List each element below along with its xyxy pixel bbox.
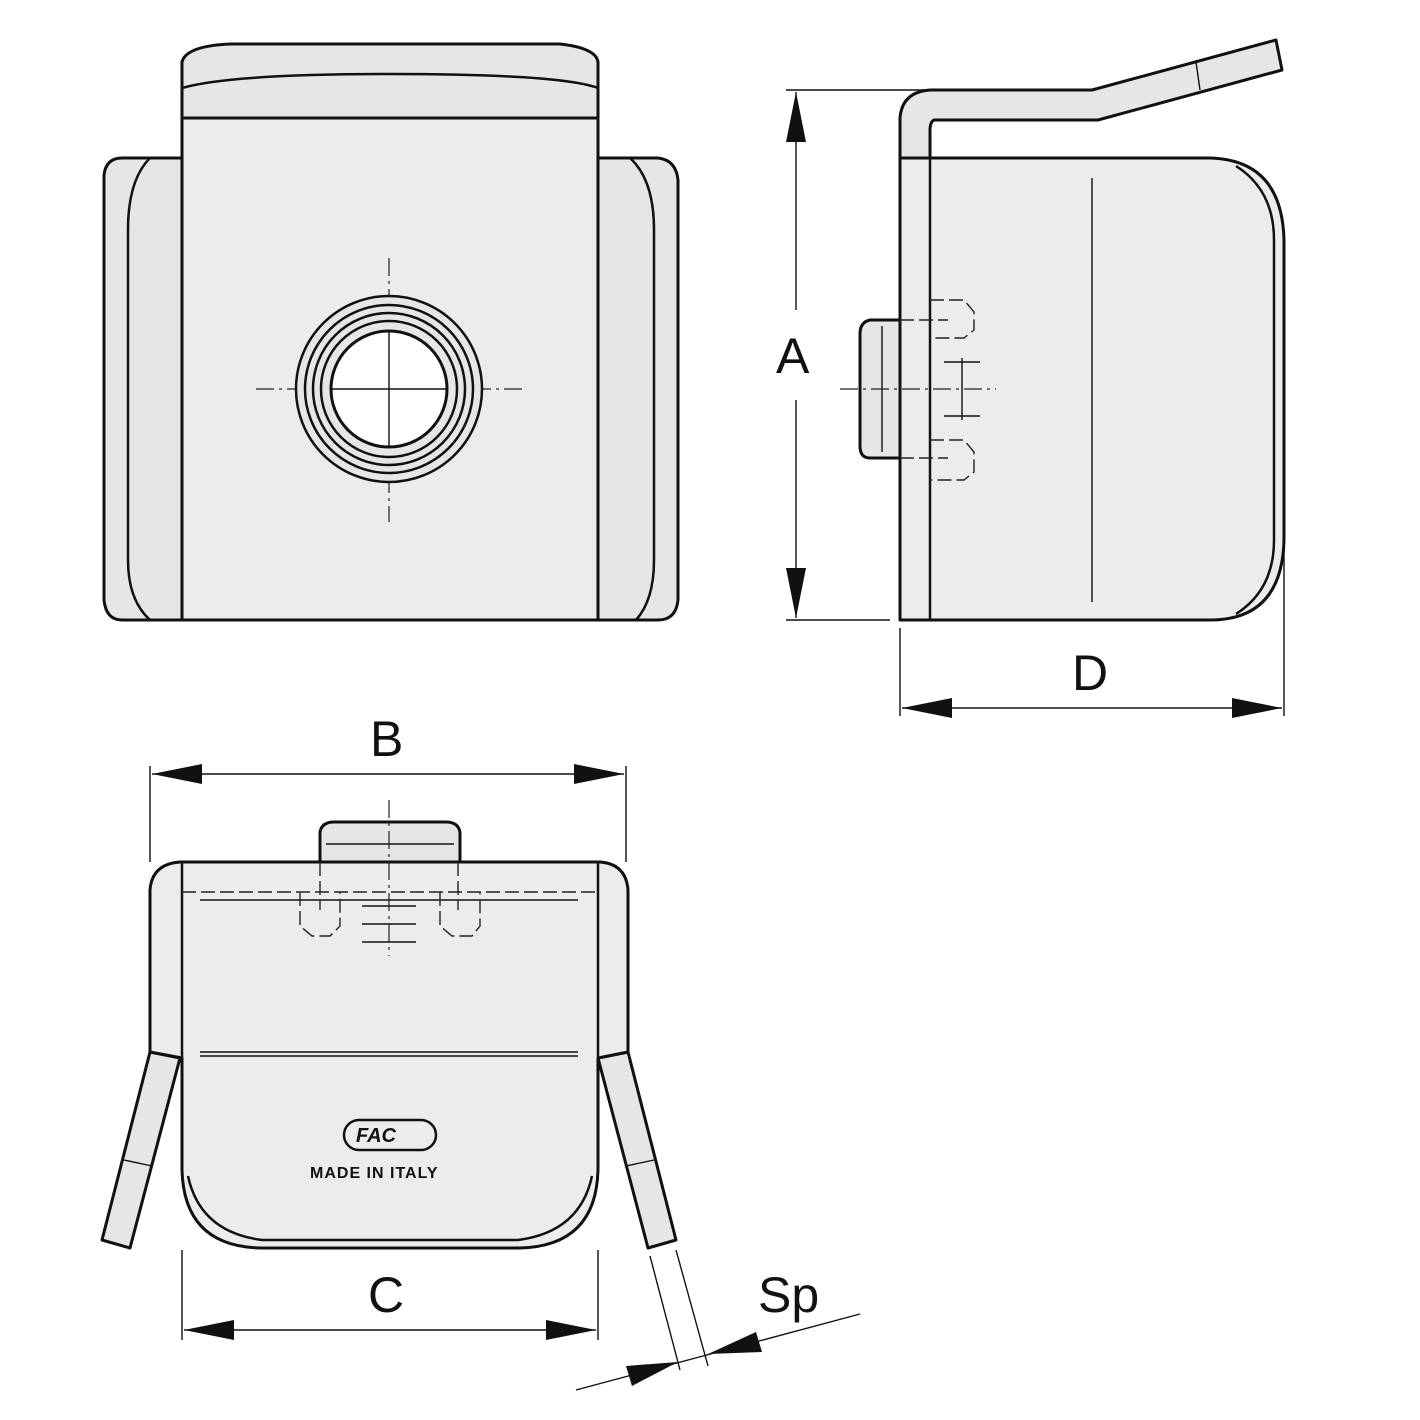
dimension-a-label: A (776, 328, 810, 384)
bottom-left-spring-leg-mark (123, 1159, 153, 1167)
dimension-c-arrow-right (546, 1320, 596, 1340)
front-top-flange (180, 42, 600, 120)
bottom-left-spring-leg (100, 1050, 182, 1250)
front-thread-ring-2 (311, 311, 467, 467)
dimension-d: D (899, 250, 1285, 718)
dimension-sp: Sp (575, 1249, 861, 1391)
bottom-hidden-left-nut (299, 892, 341, 937)
dimension-sp-arrow-2 (708, 1332, 762, 1354)
front-top-flange-bend-line (181, 72, 599, 90)
side-view (840, 38, 1286, 622)
dimension-c: C (181, 1250, 599, 1340)
bottom-body-lower-edge (186, 1175, 594, 1242)
bottom-right-spring-leg (596, 1050, 678, 1250)
dimension-a-arrow-bottom (786, 568, 806, 618)
dimension-a-arrow-top (786, 92, 806, 142)
front-left-wing (102, 156, 184, 622)
dimension-b-arrow-right (574, 764, 624, 784)
bottom-thread-boss (318, 820, 462, 864)
dimension-b: B (149, 711, 627, 862)
side-body-rear-edge (1235, 164, 1276, 616)
dimension-d-arrow-right (1232, 698, 1282, 718)
bottom-view: FAC MADE IN ITALY (100, 800, 678, 1250)
dimension-sp-extension-2 (675, 1249, 709, 1367)
dimension-sp-label: Sp (758, 1267, 819, 1323)
side-spring-tab-edge (1195, 61, 1201, 91)
logo-text: FAC (356, 1125, 397, 1147)
dimension-a: A (776, 89, 930, 621)
bottom-right-spring-leg-mark (625, 1159, 655, 1167)
side-hidden-upper (930, 299, 975, 339)
front-left-wing-inner-edge (126, 157, 151, 621)
front-right-wing-inner-edge (629, 157, 656, 621)
dimension-b-label: B (370, 711, 403, 767)
front-view (102, 42, 680, 622)
dimension-sp-extension-1 (649, 1255, 681, 1371)
made-in-italy-marking: MADE IN ITALY (310, 1165, 439, 1182)
dimension-c-label: C (368, 1267, 404, 1323)
dimension-b-arrow-left (152, 764, 202, 784)
front-thread-ring-3 (319, 319, 459, 459)
side-hidden-lower (930, 439, 975, 481)
dimension-d-label: D (1072, 645, 1108, 701)
front-right-wing (596, 156, 680, 622)
logo-badge (342, 1118, 438, 1152)
dimension-sp-arrow-1 (626, 1362, 678, 1386)
side-spring-tab (898, 38, 1284, 160)
dimension-c-arrow-left (184, 1320, 234, 1340)
bottom-body (148, 860, 630, 1250)
bottom-hidden-right-nut (439, 892, 481, 937)
manufacturer-logo: FAC (342, 1118, 438, 1152)
front-thread-ring-1 (303, 303, 475, 475)
dimension-d-arrow-left (902, 698, 952, 718)
